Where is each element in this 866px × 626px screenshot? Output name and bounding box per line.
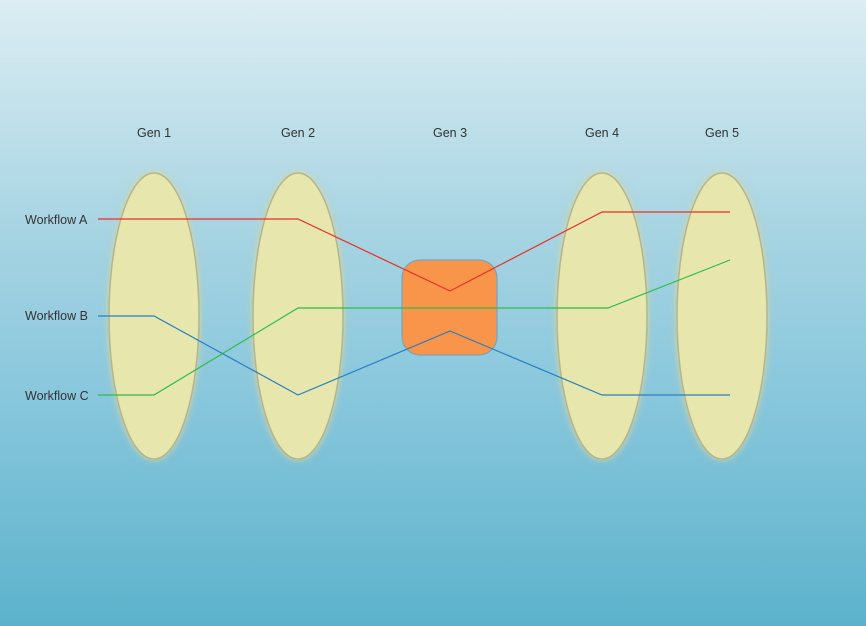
- workflow-c-label: Workflow C: [25, 389, 89, 403]
- gen2-ellipse[interactable]: [252, 172, 344, 460]
- workflow-a-line[interactable]: [98, 211, 730, 292]
- workflow-labels: Workflow A Workflow B Workflow C: [25, 213, 89, 403]
- workflow-b-label: Workflow B: [25, 309, 88, 323]
- workflow-lines: [98, 211, 731, 396]
- gen3-label: Gen 3: [433, 126, 467, 140]
- gen5-ellipse[interactable]: [676, 172, 768, 460]
- generation-labels: Gen 1 Gen 2 Gen 3 Gen 4 Gen 5: [137, 126, 739, 140]
- gen4-ellipse[interactable]: [556, 172, 648, 460]
- gen5-label: Gen 5: [705, 126, 739, 140]
- gen2-label: Gen 2: [281, 126, 315, 140]
- workflow-b-line[interactable]: [98, 315, 730, 396]
- generation-shapes: [108, 172, 768, 460]
- gen4-label: Gen 4: [585, 126, 619, 140]
- workflow-a-label: Workflow A: [25, 213, 88, 227]
- gen1-label: Gen 1: [137, 126, 171, 140]
- workflow-c-line[interactable]: [98, 259, 731, 396]
